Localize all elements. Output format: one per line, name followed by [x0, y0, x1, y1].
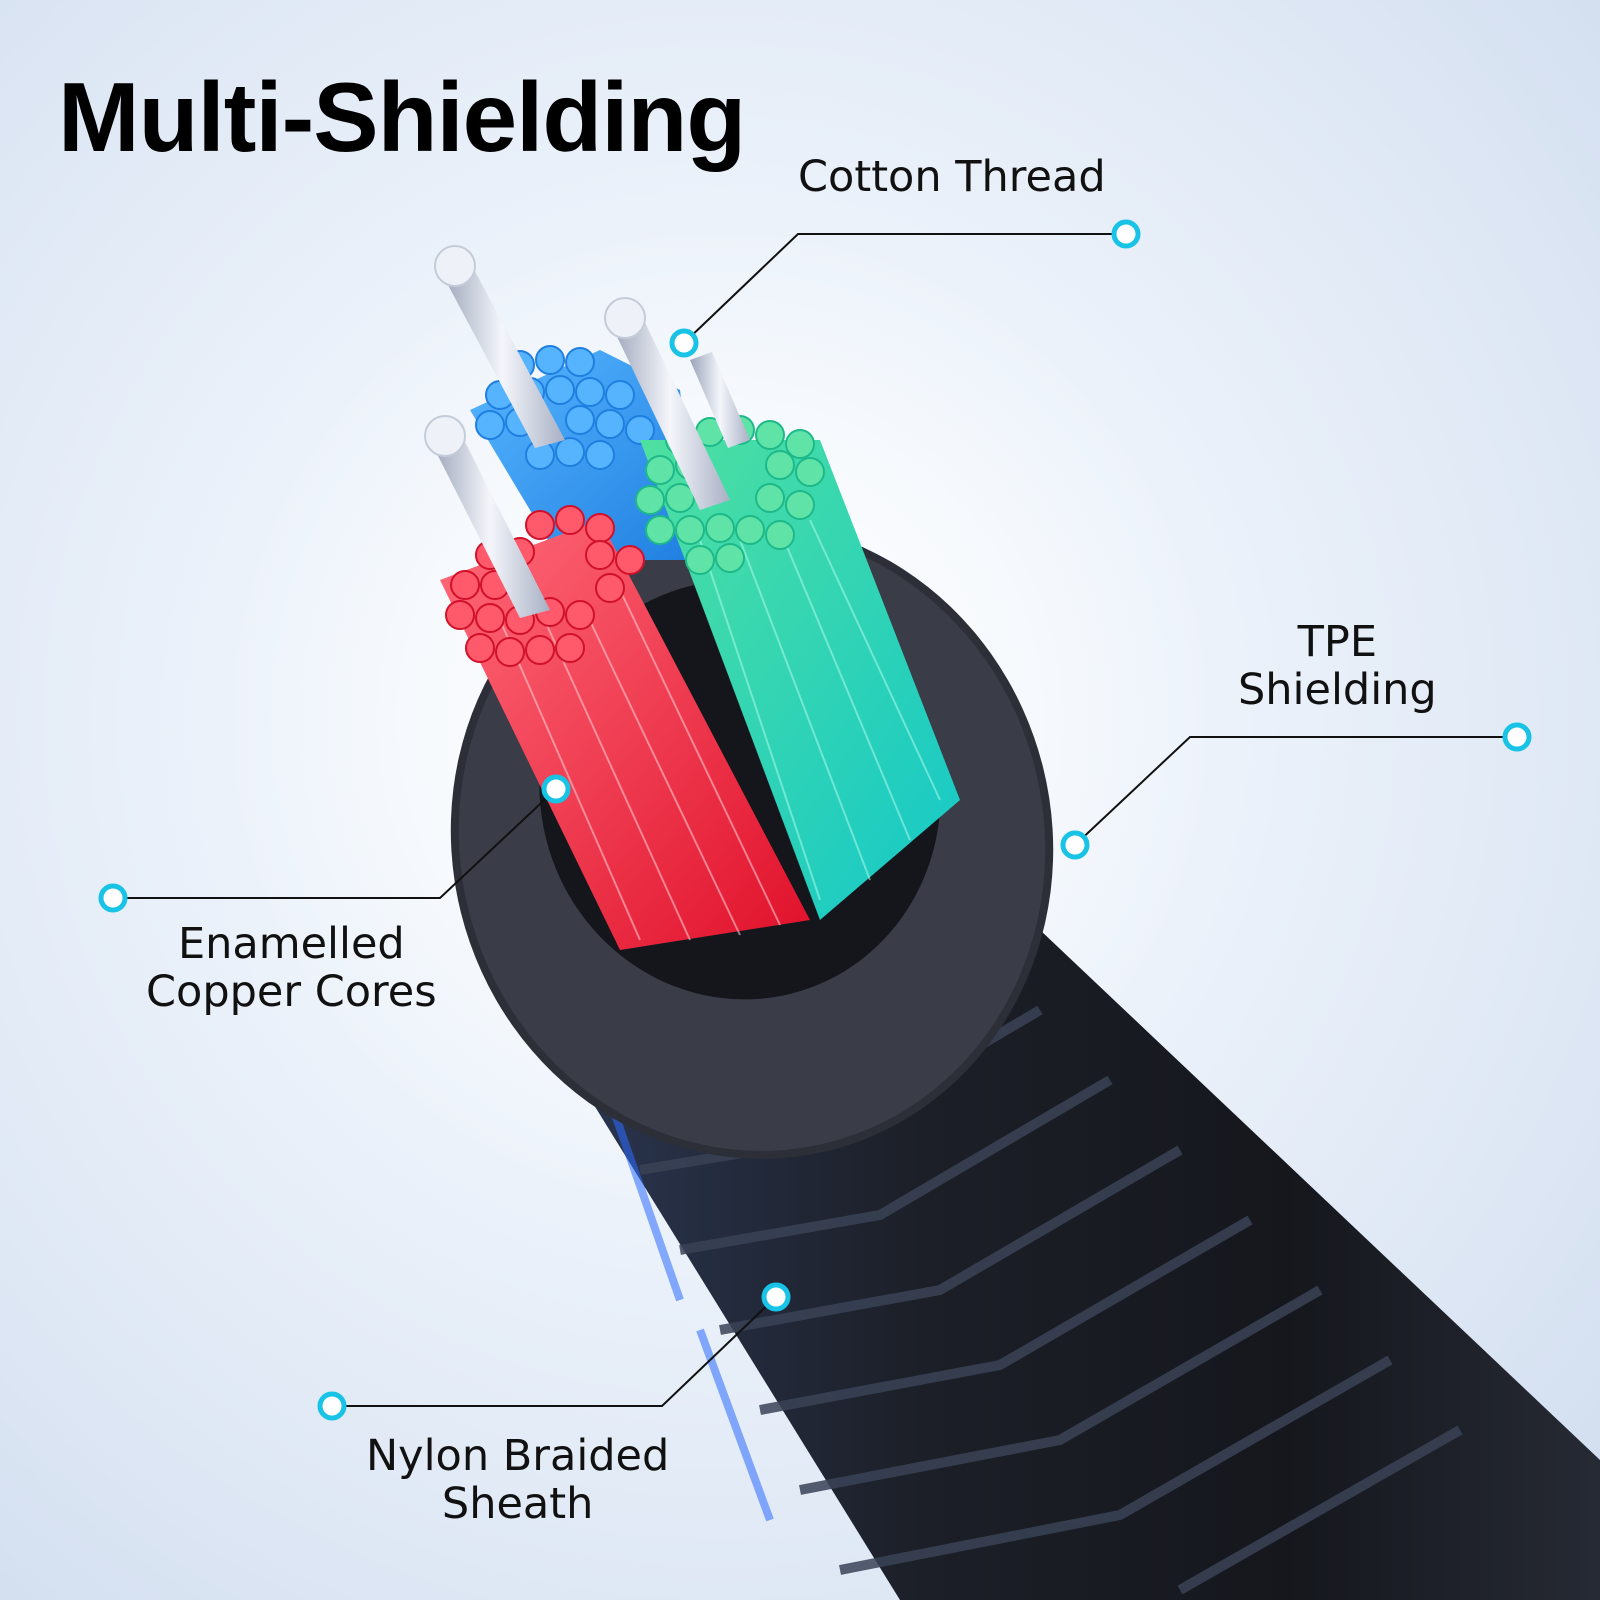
marker-nylon-sheath-end: [317, 1391, 347, 1421]
marker-cotton-thread-point: [669, 328, 699, 358]
label-tpe-shielding-line2: Shielding: [1238, 665, 1437, 715]
label-enamelled-line2: Copper Cores: [146, 967, 437, 1017]
marker-enamelled-cores-point: [541, 774, 571, 804]
leader-line-enamelled-cores: [117, 788, 557, 899]
marker-cotton-thread-end: [1111, 219, 1141, 249]
leader-line-tpe-shielding: [1074, 736, 1504, 846]
label-enamelled-line1: Enamelled: [177, 919, 405, 969]
label-tpe-shielding-line1: TPE: [1297, 617, 1378, 667]
cotton-thread-strands: [424, 245, 750, 618]
leader-line-cotton-thread: [685, 233, 1116, 342]
marker-tpe-shielding-end: [1502, 722, 1532, 752]
label-nylon-braided-sheath: Nylon Braided Sheath: [366, 1432, 669, 1528]
leader-line-nylon-sheath: [334, 1296, 777, 1407]
page-title: Multi-Shielding: [58, 62, 746, 172]
label-tpe-shielding: TPE Shielding: [1238, 618, 1437, 714]
label-nylon-line2: Sheath: [441, 1479, 594, 1529]
leader-lines: [117, 233, 1504, 1407]
label-enamelled-copper-cores: Enamelled Copper Cores: [146, 920, 437, 1016]
marker-nylon-sheath-point: [761, 1282, 791, 1312]
label-cotton-thread: Cotton Thread: [798, 152, 1106, 202]
label-nylon-line1: Nylon Braided: [366, 1431, 670, 1481]
marker-tpe-shielding-point: [1060, 830, 1090, 860]
marker-enamelled-cores-end: [98, 883, 128, 913]
